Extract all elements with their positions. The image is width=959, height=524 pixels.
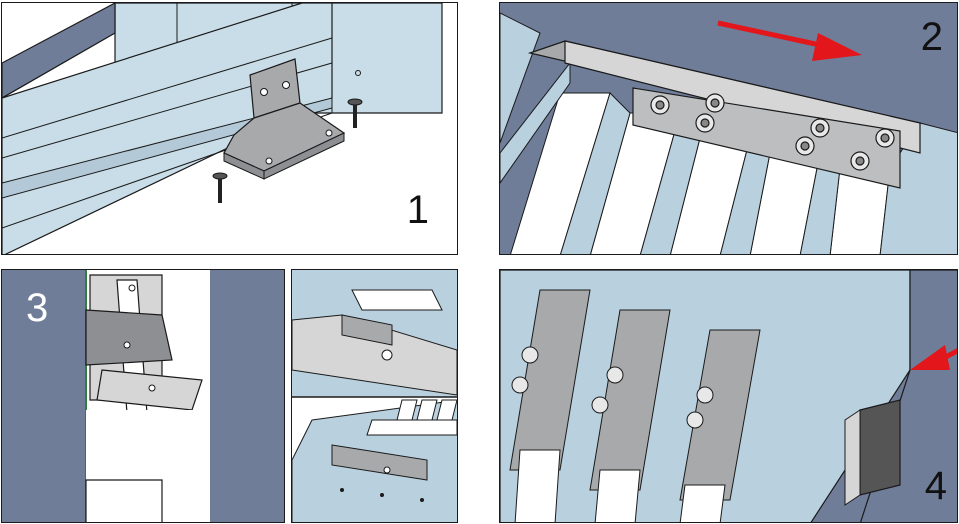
step-4-panel: 4	[499, 269, 958, 523]
frame-right	[210, 270, 284, 522]
step-1-illustration	[2, 3, 443, 254]
step-number-4: 4	[924, 464, 947, 508]
roller-icon	[795, 136, 815, 156]
roller-icon	[696, 386, 714, 404]
roller-icon	[521, 346, 539, 364]
bracket-icon	[223, 58, 346, 180]
roller-carrier	[632, 87, 901, 189]
step-4-illustration	[500, 270, 957, 522]
frame-strip	[2, 3, 116, 99]
bracket-icon	[341, 314, 393, 346]
screw-icon	[212, 172, 228, 203]
roller-icon	[705, 93, 725, 113]
roller-icon	[511, 376, 529, 394]
step-3-closeup-illustration	[2, 270, 284, 522]
frame-left	[2, 270, 86, 522]
rail	[2, 3, 333, 254]
roller-icon	[875, 128, 895, 148]
step-3-panel: 3	[1, 269, 285, 523]
bracket-icon	[331, 444, 428, 481]
screw-icon	[347, 98, 363, 128]
roller-icon	[810, 118, 830, 138]
roller-icon	[591, 396, 609, 414]
roller-icon	[686, 411, 704, 429]
end-stop	[859, 399, 901, 496]
step-number-1: 1	[406, 188, 429, 232]
arrow-left-icon	[910, 345, 957, 370]
step-2-panel: 2	[499, 2, 958, 255]
roller-icon	[650, 95, 670, 115]
step-2-illustration	[500, 3, 957, 254]
step-1-panel: 1	[1, 2, 458, 255]
roller-icon	[695, 113, 715, 133]
step-3-detail-illustration	[292, 270, 457, 522]
roller-icon	[850, 151, 870, 171]
step-3-detail-panel	[291, 269, 458, 523]
arrow-right-icon	[717, 20, 862, 61]
roller-icon	[606, 366, 624, 384]
step-number-2: 2	[920, 15, 943, 59]
step-number-3: 3	[26, 286, 49, 330]
